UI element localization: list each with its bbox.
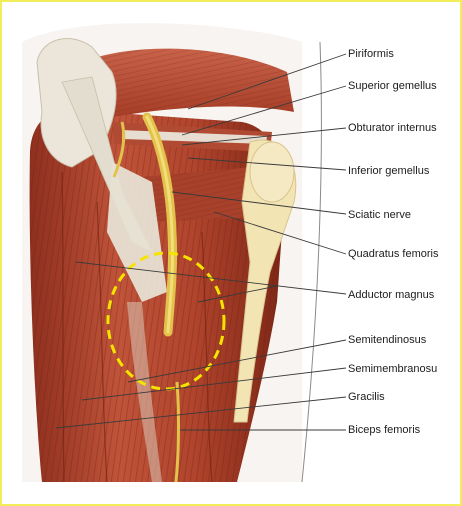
label-sciatic-nerve: Sciatic nerve — [348, 209, 411, 221]
label-biceps-femoris: Biceps femoris — [348, 424, 420, 436]
label-superior-gemellus: Superior gemellus — [348, 80, 437, 92]
label-piriformis: Piriformis — [348, 48, 394, 60]
label-gracilis: Gracilis — [348, 391, 385, 403]
label-quadratus-femoris: Quadratus femoris — [348, 248, 438, 260]
label-semitendinosus: Semitendinosus — [348, 334, 426, 346]
label-semimembranosus: Semimembranosu — [348, 363, 437, 375]
body-outline — [302, 42, 321, 482]
greater-trochanter — [250, 142, 294, 202]
label-adductor-magnus: Adductor magnus — [348, 289, 434, 301]
label-obturator-internus: Obturator internus — [348, 122, 437, 134]
label-inferior-gemellus: Inferior gemellus — [348, 165, 429, 177]
